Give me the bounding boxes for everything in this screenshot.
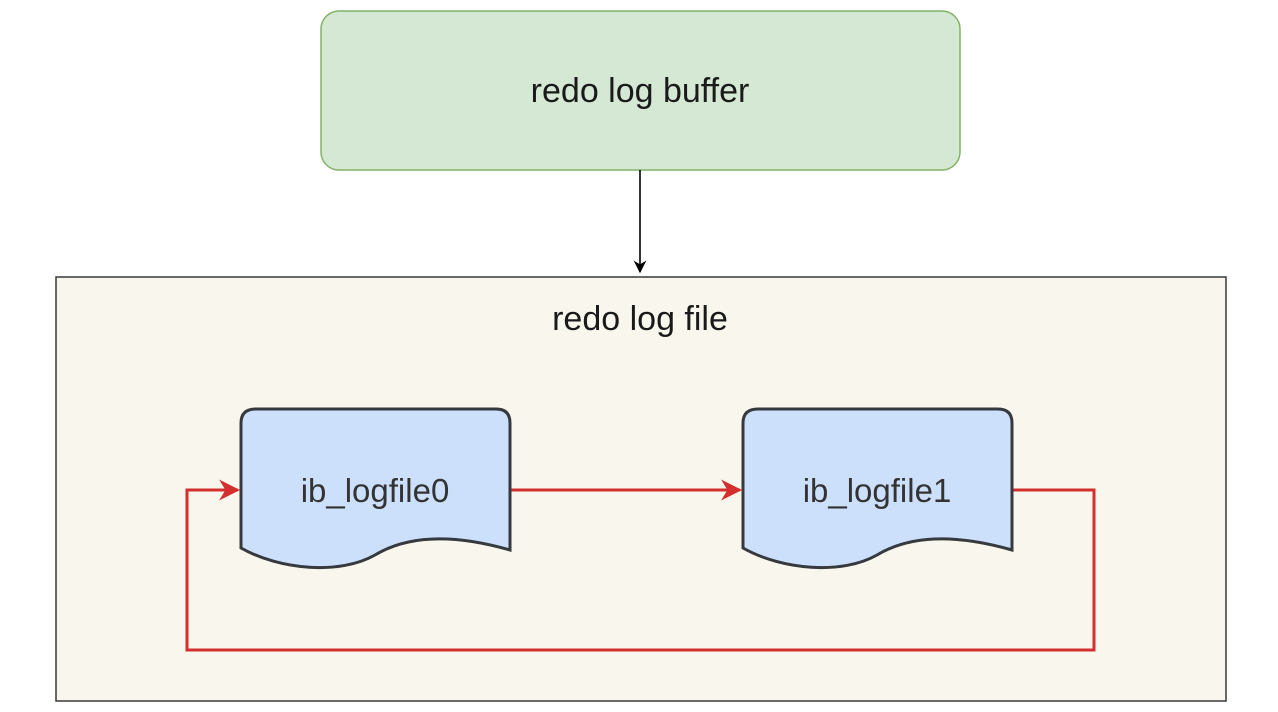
ib-logfile0-label: ib_logfile0 (301, 472, 450, 509)
redo-log-buffer-label: redo log buffer (531, 72, 750, 110)
ib-logfile0-document-shape (239, 407, 512, 570)
ib-logfile1-label: ib_logfile1 (803, 472, 952, 509)
ib-logfile1-document-shape (741, 407, 1014, 570)
redo-log-buffer-node: redo log buffer (320, 10, 961, 171)
ib-logfile1-node: ib_logfile1 (741, 407, 1014, 570)
ib-logfile0-node: ib_logfile0 (239, 407, 512, 570)
cycle-back-arrow (185, 479, 1096, 652)
redo-log-file-label: redo log file (552, 300, 728, 338)
